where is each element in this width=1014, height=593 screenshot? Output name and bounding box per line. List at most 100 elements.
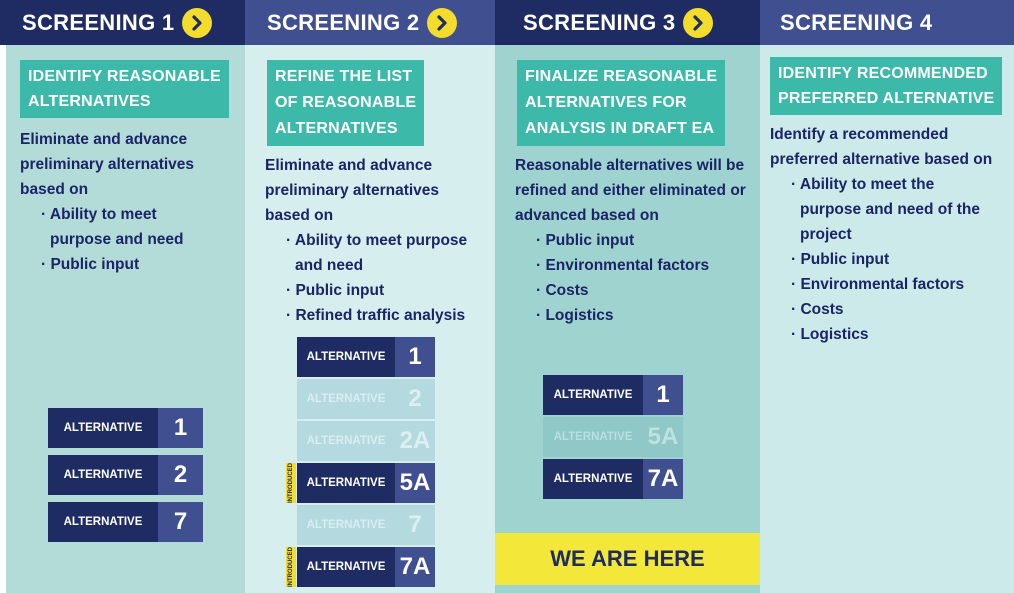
criteria-list: Ability to meet the purpose and need of … bbox=[770, 172, 1010, 347]
introduced-tag: INTRODUCED bbox=[286, 463, 296, 503]
screening-4-body: IDENTIFY RECOMMENDED PREFERRED ALTERNATI… bbox=[760, 45, 1014, 593]
criteria-item: Ability to meet the purpose and need of … bbox=[770, 172, 980, 247]
alternative-number: 1 bbox=[643, 375, 683, 415]
intro-line: based on bbox=[20, 181, 89, 198]
alternative-row: INTRODUCED ALTERNATIVE 5A bbox=[286, 463, 435, 503]
criteria-item: Ability to meet purpose and need bbox=[20, 202, 220, 252]
title-line: OF REASONABLE bbox=[275, 94, 417, 111]
alternative-label: ALTERNATIVE bbox=[297, 547, 395, 587]
screening-1-title: IDENTIFY REASONABLE ALTERNATIVES bbox=[20, 60, 229, 118]
we-are-here-banner: WE ARE HERE bbox=[495, 533, 760, 585]
intro-line: Eliminate and advance bbox=[265, 157, 433, 174]
alternative-label: ALTERNATIVE bbox=[48, 455, 158, 495]
screening-3-description: Reasonable alternatives will be refined … bbox=[515, 153, 760, 328]
criteria-item: Environmental factors bbox=[515, 253, 760, 278]
screening-4-header-label: SCREENING 4 bbox=[780, 9, 933, 35]
screening-1-description: Eliminate and advance preliminary altern… bbox=[20, 127, 244, 277]
screening-3-header: SCREENING 3 bbox=[495, 0, 760, 45]
intro-line: preliminary alternatives bbox=[265, 182, 440, 199]
alternative-row: ALTERNATIVE 7 bbox=[48, 502, 203, 542]
intro-line: refined and either eliminated or bbox=[515, 182, 746, 199]
criteria-item: Refined traffic analysis bbox=[265, 303, 493, 328]
alternative-row-eliminated: ALTERNATIVE 7 bbox=[297, 505, 435, 545]
intro-line: Identify a recommended bbox=[770, 126, 949, 143]
alternative-row: INTRODUCED ALTERNATIVE 7A bbox=[286, 547, 435, 587]
intro-line: advanced based on bbox=[515, 207, 659, 224]
alternative-row: ALTERNATIVE 1 bbox=[48, 408, 203, 448]
screening-2-title: REFINE THE LIST OF REASONABLE ALTERNATIV… bbox=[267, 60, 425, 146]
screening-1-header-label: SCREENING 1 bbox=[22, 9, 175, 35]
alternative-label: ALTERNATIVE bbox=[297, 421, 395, 461]
screening-3-body: FINALIZE REASONABLE ALTERNATIVES FOR ANA… bbox=[495, 45, 760, 593]
alternative-number: 2 bbox=[395, 379, 435, 419]
alternative-number: 7A bbox=[395, 547, 435, 587]
alternative-label: ALTERNATIVE bbox=[48, 408, 158, 448]
alternative-row-eliminated: ALTERNATIVE 2 bbox=[297, 379, 435, 419]
criteria-item: Logistics bbox=[770, 322, 1010, 347]
intro-line: Eliminate and advance bbox=[20, 131, 188, 148]
alternative-number: 1 bbox=[395, 337, 435, 377]
chevron-right-icon bbox=[182, 7, 213, 38]
alternative-row-eliminated: ALTERNATIVE 2A bbox=[297, 421, 435, 461]
alternative-row: ALTERNATIVE 7A bbox=[543, 459, 683, 499]
screening-1-header: SCREENING 1 bbox=[0, 0, 245, 45]
screening-3-header-label: SCREENING 3 bbox=[523, 9, 676, 35]
introduced-tag-label: INTRODUCED bbox=[288, 463, 294, 503]
screening-1-body: IDENTIFY REASONABLE ALTERNATIVES Elimina… bbox=[0, 45, 245, 593]
screening-4-header: SCREENING 4 bbox=[760, 0, 1014, 45]
alternative-number: 2A bbox=[395, 421, 435, 461]
introduced-tag-label: INTRODUCED bbox=[288, 547, 294, 587]
title-line: PREFERRED ALTERNATIVE bbox=[778, 90, 995, 107]
title-line: FINALIZE REASONABLE bbox=[525, 68, 718, 85]
criteria-item: Environmental factors bbox=[770, 272, 1010, 297]
alternative-label: ALTERNATIVE bbox=[543, 459, 643, 499]
criteria-item: Costs bbox=[515, 278, 760, 303]
criteria-item: Public input bbox=[265, 278, 493, 303]
alternative-number: 2 bbox=[158, 455, 203, 495]
alternative-row: ALTERNATIVE 1 bbox=[543, 375, 683, 415]
intro-line: preferred alternative based on bbox=[770, 151, 993, 168]
alternative-row: ALTERNATIVE 1 bbox=[297, 337, 435, 377]
title-line: IDENTIFY REASONABLE bbox=[28, 68, 221, 85]
screening-2-header: SCREENING 2 bbox=[245, 0, 495, 45]
alternative-row: ALTERNATIVE 2 bbox=[48, 455, 203, 495]
criteria-list: Ability to meet purpose and need Public … bbox=[20, 202, 244, 277]
alternative-number: 7 bbox=[158, 502, 203, 542]
screening-1-column: SCREENING 1 IDENTIFY REASONABLE ALTERNAT… bbox=[0, 0, 245, 593]
alternative-number: 1 bbox=[158, 408, 203, 448]
alternative-label: ALTERNATIVE bbox=[297, 337, 395, 377]
title-line: REFINE THE LIST bbox=[275, 68, 413, 85]
alternative-number: 7A bbox=[643, 459, 683, 499]
alternative-label: ALTERNATIVE bbox=[297, 379, 395, 419]
alternative-number: 5A bbox=[643, 417, 683, 457]
screening-4-title: IDENTIFY RECOMMENDED PREFERRED ALTERNATI… bbox=[770, 57, 1003, 115]
screening-2-header-label: SCREENING 2 bbox=[267, 9, 420, 35]
chevron-right-icon bbox=[427, 7, 458, 38]
alternative-label: ALTERNATIVE bbox=[48, 502, 158, 542]
title-line: IDENTIFY RECOMMENDED bbox=[778, 65, 988, 82]
intro-line: preliminary alternatives bbox=[20, 156, 195, 173]
screening-2-body: REFINE THE LIST OF REASONABLE ALTERNATIV… bbox=[245, 45, 495, 593]
intro-line: based on bbox=[265, 207, 334, 224]
alternative-label: ALTERNATIVE bbox=[297, 505, 395, 545]
criteria-item: Ability to meet purpose and need bbox=[265, 228, 485, 278]
criteria-item: Logistics bbox=[515, 303, 760, 328]
alternative-number: 5A bbox=[395, 463, 435, 503]
screening-2-column: SCREENING 2 REFINE THE LIST OF REASONABL… bbox=[245, 0, 495, 593]
title-line: ALTERNATIVES bbox=[275, 120, 398, 137]
criteria-list: Public input Environmental factors Costs… bbox=[515, 228, 760, 328]
screening-4-description: Identify a recommended preferred alterna… bbox=[770, 122, 1010, 347]
alternative-label: ALTERNATIVE bbox=[297, 463, 395, 503]
criteria-item: Costs bbox=[770, 297, 1010, 322]
criteria-item: Public input bbox=[770, 247, 1010, 272]
title-line: ALTERNATIVES bbox=[28, 93, 151, 110]
introduced-tag: INTRODUCED bbox=[286, 547, 296, 587]
criteria-list: Ability to meet purpose and need Public … bbox=[265, 228, 493, 328]
alternative-row-eliminated: ALTERNATIVE 5A bbox=[543, 417, 683, 457]
intro-line: Reasonable alternatives will be bbox=[515, 157, 745, 174]
alternative-label: ALTERNATIVE bbox=[543, 375, 643, 415]
screening-2-description: Eliminate and advance preliminary altern… bbox=[265, 153, 493, 328]
criteria-item: Public input bbox=[515, 228, 760, 253]
chevron-right-icon bbox=[683, 7, 714, 38]
alternative-number: 7 bbox=[395, 505, 435, 545]
